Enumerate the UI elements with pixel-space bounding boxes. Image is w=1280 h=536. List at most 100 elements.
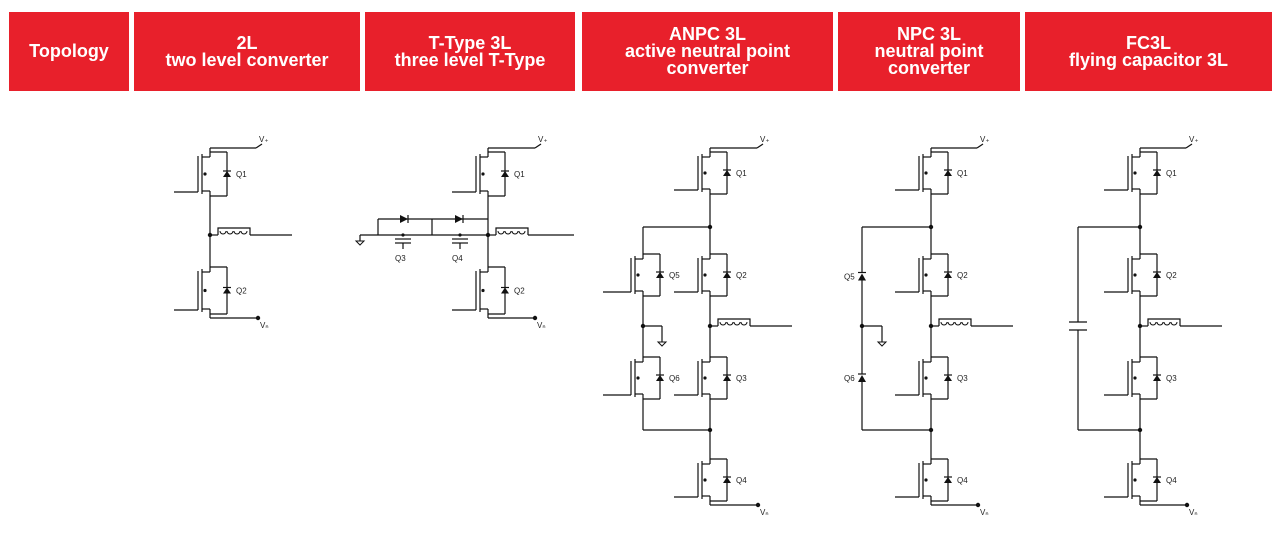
output-load [931, 318, 1013, 327]
switch-label-q1: Q1 [957, 169, 968, 178]
switch-label-q6: Q6 [669, 374, 680, 383]
load-coil [940, 321, 948, 326]
diode-arrow [1153, 477, 1161, 483]
wire [1185, 143, 1193, 149]
load-coil [1163, 321, 1171, 326]
mosfet-switch [174, 148, 231, 200]
junction-dot [1133, 376, 1137, 380]
switch-label-q2: Q2 [957, 271, 968, 280]
header-fc3l-subtitle: flying capacitor 3L [1068, 49, 1229, 70]
ttype-cell: Q4 [431, 215, 488, 263]
switch-label-q2: Q2 [1166, 271, 1177, 280]
diode-arrow [944, 272, 952, 278]
terminal-v-plus: V₊ [259, 135, 269, 144]
switch-label-q4: Q4 [1166, 476, 1177, 485]
switch-label-q2: Q2 [736, 271, 747, 280]
switch-label-q1: Q1 [514, 170, 525, 179]
diode-arrow [1153, 272, 1161, 278]
mosfet-switch [452, 263, 509, 318]
terminal-v-minus: Vₙ [980, 508, 989, 517]
ground-symbol [354, 240, 366, 246]
junction-dot [1133, 171, 1137, 175]
junction-dot [975, 502, 981, 508]
diode-arrow [223, 171, 231, 177]
mosfet-switch [895, 353, 952, 403]
load-coil [1149, 321, 1157, 326]
switch-label-q3: Q3 [957, 374, 968, 383]
load-coil [733, 321, 741, 326]
diode-arrow [944, 477, 952, 483]
load-coil [240, 230, 248, 235]
ttype-cell: Q3 [377, 215, 432, 263]
terminal-v-plus: V₊ [1189, 135, 1199, 144]
switch-label-q4: Q4 [736, 476, 747, 485]
junction-dot [703, 171, 707, 175]
wire [534, 143, 542, 149]
mosfet-switch [452, 148, 509, 200]
junction-dot [532, 315, 538, 321]
output-load [210, 227, 292, 236]
switch-label-q2: Q2 [514, 287, 525, 296]
diode-arrow [944, 170, 952, 176]
junction-dot [703, 376, 707, 380]
junction-dot [924, 273, 928, 277]
junction-dot [924, 376, 928, 380]
junction-dot [255, 315, 261, 321]
header-anpc-subtitle: active neutral point [624, 41, 791, 61]
header-topology-label: Topology [29, 41, 109, 61]
load-outline [217, 227, 251, 235]
junction-dot [703, 273, 707, 277]
junction-dot [1133, 273, 1137, 277]
diode-arrow [1153, 170, 1161, 176]
diode-arrow [1153, 375, 1161, 381]
ground-symbol [656, 341, 668, 347]
load-coil [719, 321, 727, 326]
load-coil [511, 230, 519, 235]
junction-dot [755, 502, 761, 508]
load-coil [961, 321, 969, 326]
terminal-v-plus: V₊ [538, 135, 548, 144]
diode-arrow [400, 215, 408, 223]
mosfet-switch [674, 353, 731, 403]
header-2l-title: 2L [236, 32, 258, 53]
header-npc-subtitle-2: converter [887, 58, 971, 78]
terminal-v-plus: V₊ [760, 135, 770, 144]
diode-arrow [455, 215, 463, 223]
load-coil [1156, 321, 1164, 326]
junction-dot [203, 288, 207, 293]
mosfet-switch [603, 353, 664, 403]
diode-arrow [656, 272, 664, 278]
junction-dot [1184, 502, 1190, 508]
header-ttype-title: T-Type 3L [428, 32, 512, 53]
switch-label-q3: Q3 [1166, 374, 1177, 383]
junction-dot [481, 172, 485, 176]
header-fc3l-title: FC3L [1125, 32, 1171, 53]
mosfet-switch [1104, 455, 1161, 505]
ground-symbol [876, 341, 888, 347]
diode-arrow [656, 375, 664, 381]
load-outline [495, 227, 529, 235]
mosfet-switch [895, 455, 952, 505]
header-anpc-title: ANPC 3L [668, 24, 746, 44]
header-fc3l: FC3L flying capacitor 3L [1025, 12, 1272, 91]
junction-dot [458, 233, 462, 237]
diode-arrow [858, 273, 866, 281]
load-coil [947, 321, 955, 326]
header-topology: Topology [9, 12, 129, 91]
switch-label-q4: Q4 [957, 476, 968, 485]
header-row: Topology 2L two level converter T-Type 3… [0, 12, 1280, 91]
switch-label-q5: Q5 [669, 271, 680, 280]
load-coil [219, 230, 227, 235]
junction-dot [1133, 478, 1137, 482]
mosfet-switch [674, 148, 731, 198]
header-npc-title: NPC 3L [896, 24, 961, 44]
diode-arrow [723, 375, 731, 381]
mosfet-switch [895, 250, 952, 300]
load-coil [518, 230, 526, 235]
load-coil [740, 321, 748, 326]
load-coil [954, 321, 962, 326]
output-load [488, 227, 574, 236]
junction-dot [203, 172, 207, 176]
